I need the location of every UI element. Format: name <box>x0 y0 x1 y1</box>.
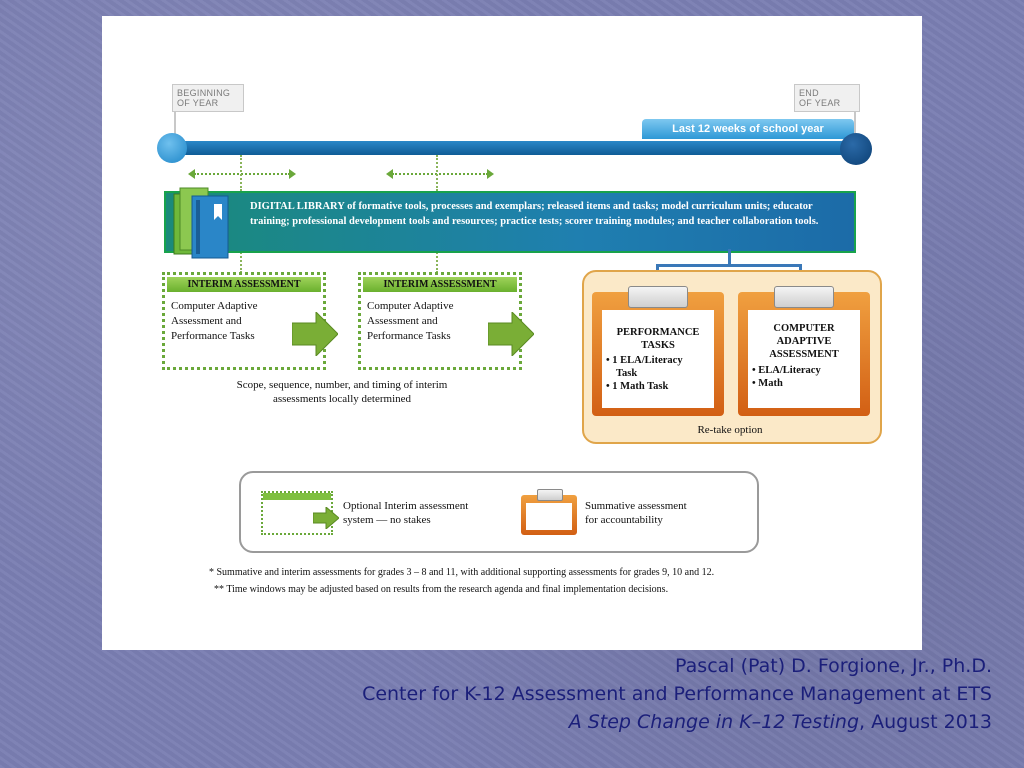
computer-adaptive-title: COMPUTER ADAPTIVE ASSESSMENT <box>738 322 870 361</box>
legend-summative-line1: Summative assessment <box>585 500 687 512</box>
interim-connector-1 <box>240 155 242 191</box>
end-flag: END OF YEAR <box>794 84 860 112</box>
computer-adaptive-card: COMPUTER ADAPTIVE ASSESSMENT • ELA/Liter… <box>738 292 870 416</box>
computer-adaptive-list: • ELA/Literacy • Math <box>752 364 821 390</box>
interim-arrow-icon-1 <box>292 312 338 356</box>
start-flag-line2: OF YEAR <box>177 98 219 108</box>
timeline-end-dot <box>840 133 872 165</box>
scope-line1: Scope, sequence, number, and timing of i… <box>236 379 448 391</box>
digital-library-text: DIGITAL LIBRARY of formative tools, proc… <box>250 201 819 227</box>
citation-author: Pascal (Pat) D. Forgione, Jr., Ph.D. <box>675 655 992 677</box>
cat-title-line3: ASSESSMENT <box>769 349 839 360</box>
timeline-start-dot <box>157 133 187 163</box>
interim-box-2-heading: INTERIM ASSESSMENT <box>363 277 517 292</box>
interim-assessment-box-1: INTERIM ASSESSMENT Computer Adaptive Ass… <box>162 272 326 370</box>
legend-clip-icon <box>537 489 563 501</box>
digital-library-banner: DIGITAL LIBRARY of formative tools, proc… <box>164 191 856 253</box>
footnote-2: ** Time windows may be adjusted based on… <box>214 584 669 595</box>
last-12-weeks-tab: Last 12 weeks of school year <box>642 119 854 139</box>
interim-arrow-icon-2 <box>488 312 534 356</box>
interim-connector-4 <box>436 249 438 273</box>
interim-window-arrow-2 <box>386 169 494 179</box>
citation-source: A Step Change in K–12 Testing, August 20… <box>362 708 992 736</box>
end-flag-line2: OF YEAR <box>799 98 841 108</box>
timeline-bar <box>172 141 862 155</box>
interim-box-2-body: Computer Adaptive Assessment and Perform… <box>367 299 453 344</box>
interim-box-2-line3: Performance Tasks <box>367 330 451 342</box>
start-flag-line1: BEGINNING <box>177 88 231 98</box>
interim-connector-3 <box>240 249 242 273</box>
citation-title: A Step Change in K–12 Testing <box>568 711 860 733</box>
footnote-1: * Summative and interim assessments for … <box>209 567 715 578</box>
performance-item-2: Task <box>616 368 638 379</box>
interim-box-2-line1: Computer Adaptive <box>367 300 454 312</box>
cat-item-2: • Math <box>752 378 783 389</box>
citation: Pascal (Pat) D. Forgione, Jr., Ph.D. Cen… <box>362 652 992 736</box>
legend-arrow-icon <box>313 507 339 529</box>
start-flag-pole <box>174 96 176 138</box>
diagram-panel: BEGINNING OF YEAR END OF YEAR Last 12 we… <box>102 16 922 650</box>
interim-box-2-line2: Assessment and <box>367 315 438 327</box>
interim-connector-2 <box>436 155 438 191</box>
scope-line2: assessments locally determined <box>272 393 412 405</box>
performance-title-line1: PERFORMANCE <box>616 327 700 338</box>
performance-item-1: • 1 ELA/Literacy <box>606 355 683 366</box>
performance-tasks-list: • 1 ELA/Literacy Task • 1 Math Task <box>606 354 683 393</box>
interim-box-1-body: Computer Adaptive Assessment and Perform… <box>171 299 257 344</box>
performance-item-3: • 1 Math Task <box>606 381 669 392</box>
interim-window-arrow-1 <box>188 169 296 179</box>
start-flag: BEGINNING OF YEAR <box>172 84 244 112</box>
cat-title-line2: ADAPTIVE <box>776 336 832 347</box>
interim-box-1-heading: INTERIM ASSESSMENT <box>167 277 321 292</box>
footnotes: * Summative and interim assessments for … <box>209 564 714 598</box>
clipboard-clip-icon <box>628 286 688 308</box>
summative-connector-trunk <box>728 249 731 265</box>
interim-box-1-line3: Performance Tasks <box>171 330 255 342</box>
summative-connector-bar <box>656 264 802 267</box>
clipboard-clip-icon <box>774 286 834 308</box>
legend-box: Optional Interim assessment system — no … <box>239 471 759 553</box>
performance-tasks-title: PERFORMANCE TASKS <box>592 326 724 352</box>
end-flag-line1: END <box>799 88 819 98</box>
citation-organization: Center for K-12 Assessment and Performan… <box>362 683 992 705</box>
interim-scope-note: Scope, sequence, number, and timing of i… <box>212 378 472 406</box>
interim-box-1-line2: Assessment and <box>171 315 242 327</box>
retake-option-label: Re-take option <box>697 424 763 436</box>
legend-interim-label: Optional Interim assessment system — no … <box>343 499 468 527</box>
performance-tasks-card: PERFORMANCE TASKS • 1 ELA/Literacy Task … <box>592 292 724 416</box>
legend-summative-swatch <box>521 495 577 535</box>
performance-title-line2: TASKS <box>641 340 675 351</box>
legend-summative-line2: for accountability <box>585 514 663 526</box>
book-icon <box>173 187 229 259</box>
interim-assessment-box-2: INTERIM ASSESSMENT Computer Adaptive Ass… <box>358 272 522 370</box>
legend-interim-line1: Optional Interim assessment <box>343 500 469 512</box>
legend-summative-label: Summative assessment for accountability <box>585 499 687 527</box>
end-flag-pole <box>854 96 856 138</box>
interim-box-1-line1: Computer Adaptive <box>171 300 258 312</box>
citation-date: , August 2013 <box>859 711 992 733</box>
cat-title-line1: COMPUTER <box>773 323 835 334</box>
legend-interim-line2: system — no stakes <box>343 514 431 526</box>
cat-item-1: • ELA/Literacy <box>752 365 821 376</box>
